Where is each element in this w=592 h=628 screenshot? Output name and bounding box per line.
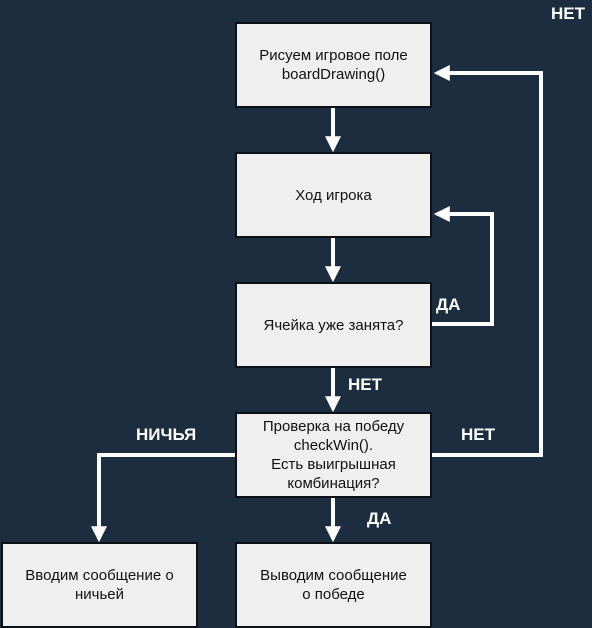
node-player-move: Ход игрока <box>235 152 432 238</box>
label-draw: НИЧЬЯ <box>136 425 197 444</box>
node-win-message: Выводим сообщение о победе <box>235 542 432 628</box>
arrow-check-no-loop <box>432 65 543 457</box>
node-check-win: Проверка на победу checkWin(). Есть выиг… <box>235 412 432 498</box>
label-occupied-yes: ДА <box>436 295 461 314</box>
arrow-occupied-yes-loop <box>432 206 494 326</box>
node-cell-occupied: Ячейка уже занята? <box>235 282 432 368</box>
node-draw-message: Вводим сообщение о ничьей <box>1 542 198 628</box>
label-top-no: НЕТ <box>551 4 585 23</box>
arrow-check-to-draw <box>91 453 235 543</box>
label-win-no: НЕТ <box>461 425 495 444</box>
node-draw-board: Рисуем игровое поле boardDrawing() <box>235 22 432 108</box>
label-win-yes: ДА <box>367 509 392 528</box>
label-occupied-no: НЕТ <box>348 375 382 394</box>
